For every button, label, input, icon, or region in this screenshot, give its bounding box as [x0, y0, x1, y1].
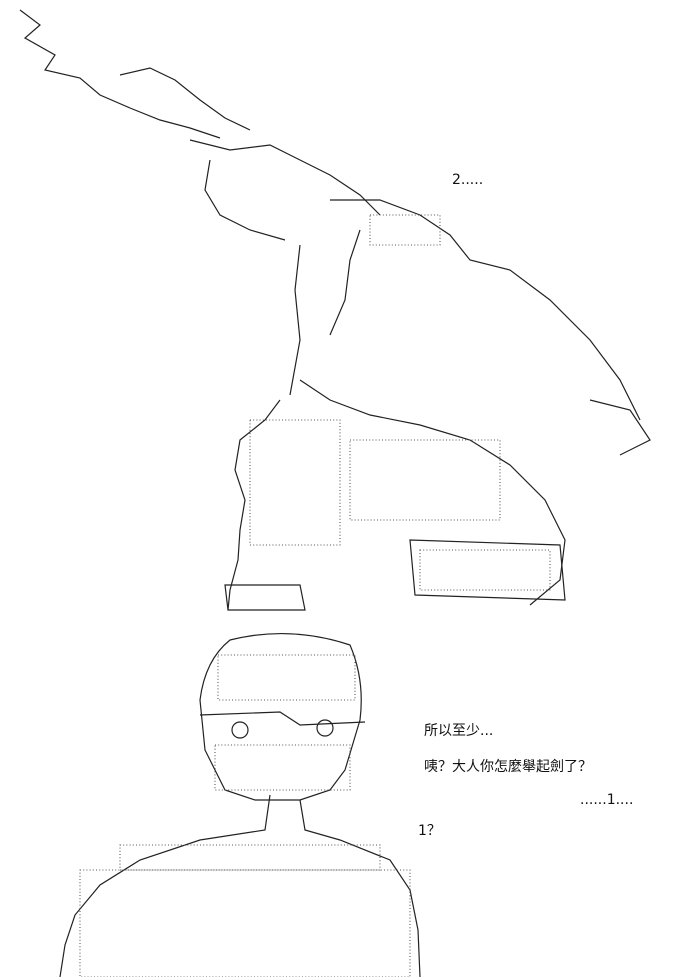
dialogue-count-two: 2.....: [452, 172, 484, 188]
dialogue-count-one: ......1....: [580, 792, 634, 808]
bust-figure: [59, 632, 421, 977]
dialogue-one-question: 1？: [418, 823, 441, 839]
dialogue-at-least: 所以至少...: [424, 723, 494, 739]
raised-sword-figure: [19, 9, 651, 611]
dialogue-raise-sword: 咦？大人你怎麼舉起劍了？: [424, 759, 592, 775]
